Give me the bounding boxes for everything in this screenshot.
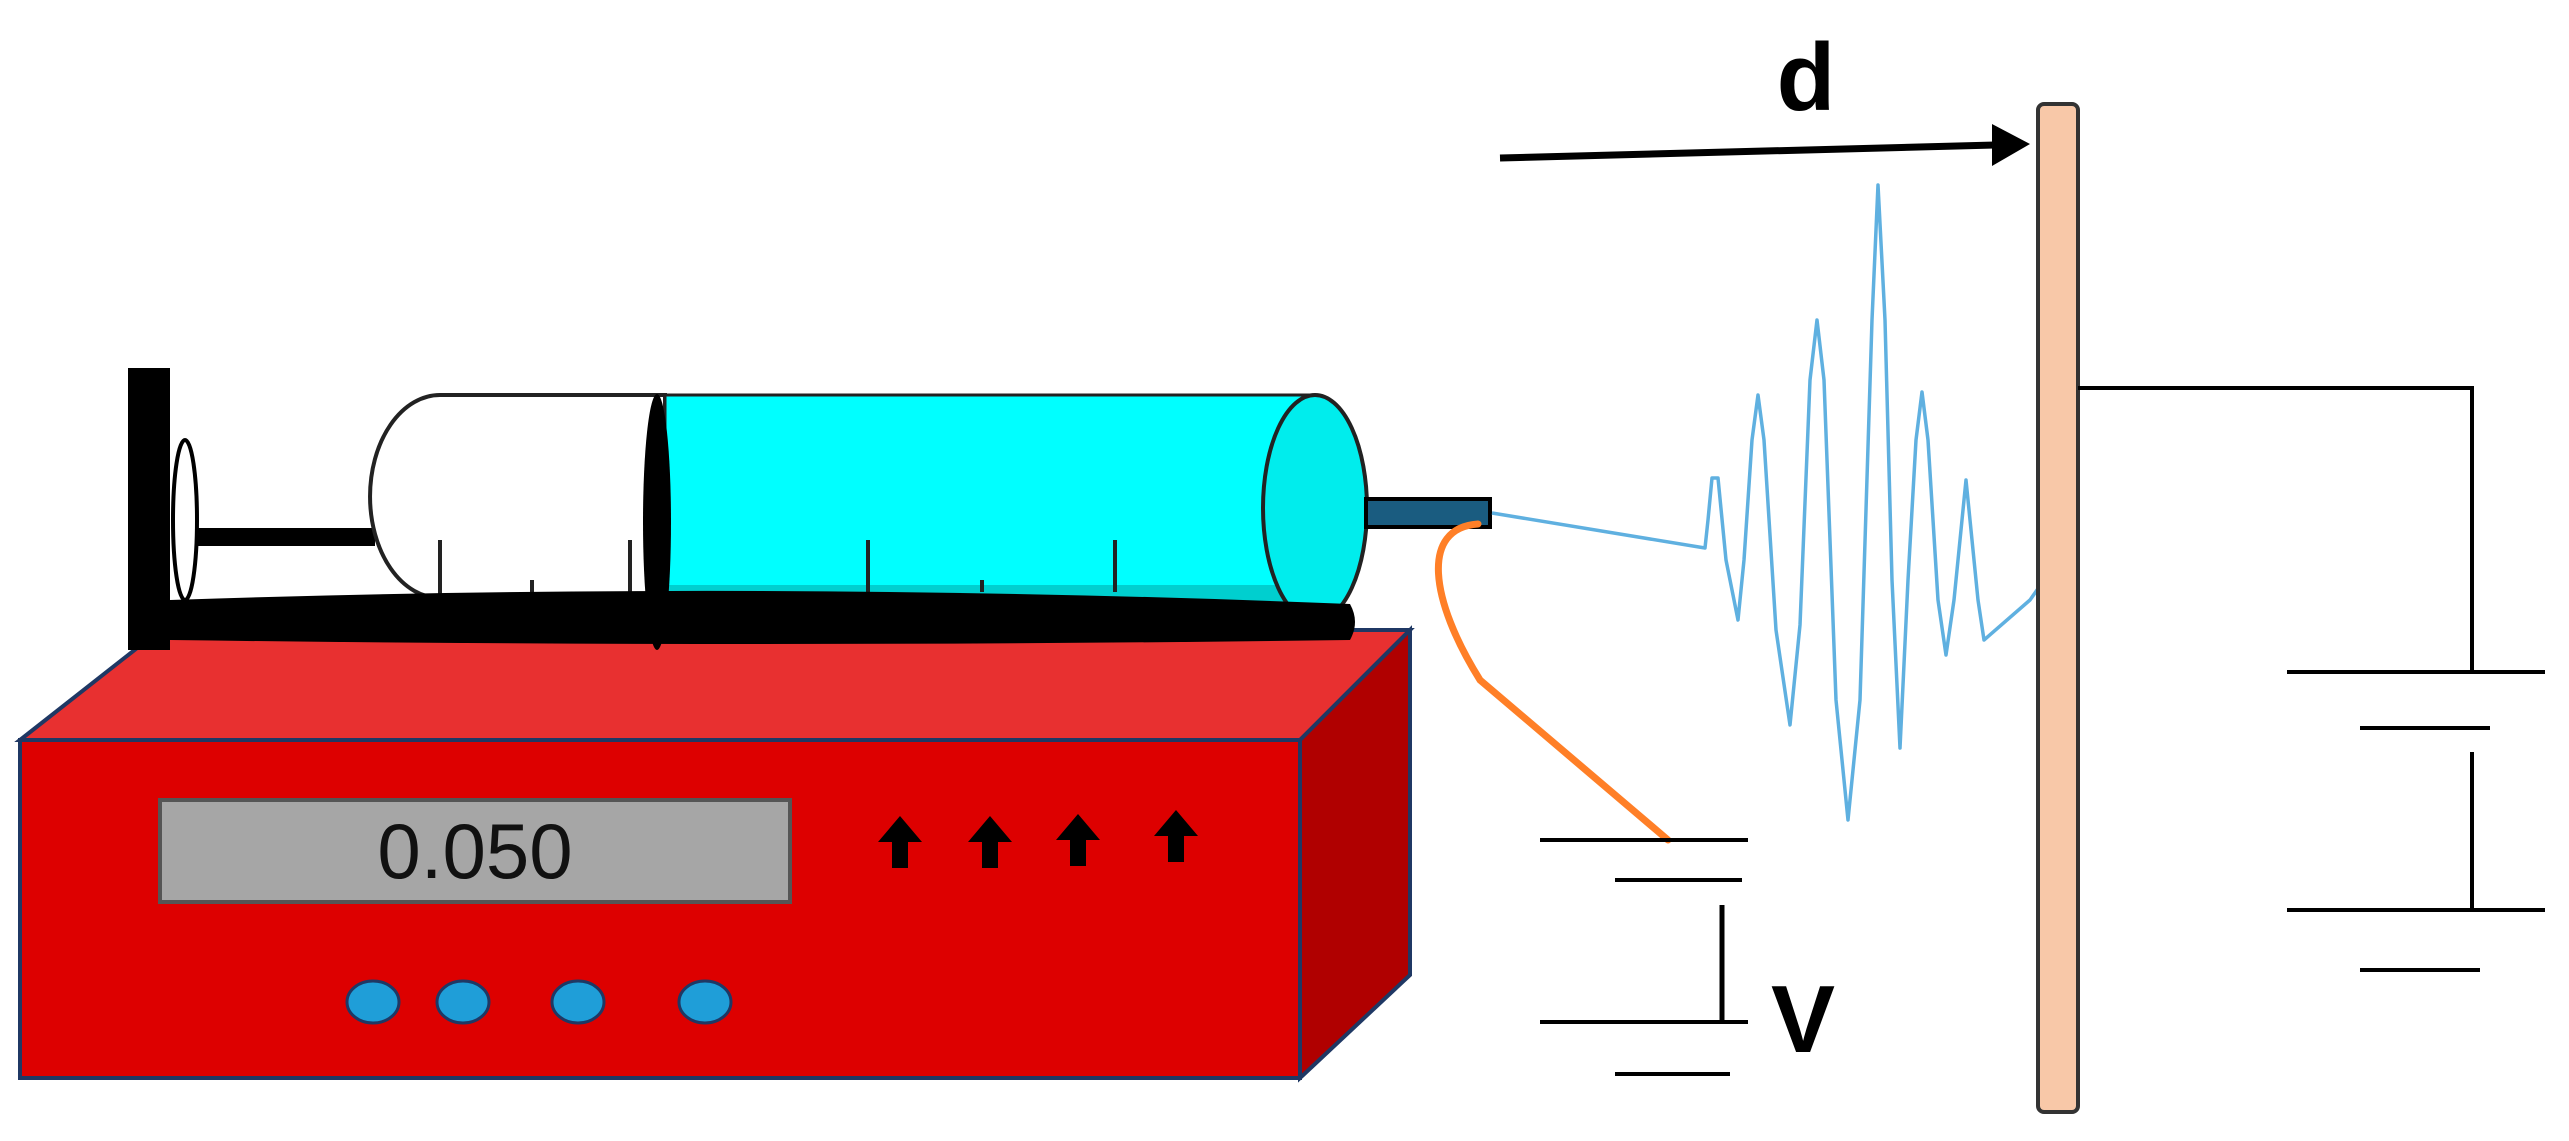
pump-display bbox=[158, 798, 792, 904]
syringe bbox=[128, 368, 1492, 650]
polymer-solution bbox=[663, 393, 1317, 623]
syringe-pump: 0.050 bbox=[14, 625, 1415, 1083]
high-voltage-wire bbox=[1435, 520, 1672, 844]
distance-indicator: d bbox=[1499, 24, 2030, 166]
pump-button[interactable] bbox=[677, 979, 733, 1025]
collector-plate bbox=[2036, 102, 2080, 1114]
pump-end-block bbox=[128, 368, 170, 650]
pump-button[interactable] bbox=[345, 979, 401, 1025]
up-arrow-icon bbox=[878, 816, 922, 868]
pump-display-value: 0.050 bbox=[377, 807, 572, 895]
distance-label: d bbox=[1777, 24, 1836, 131]
syringe-barrel-end bbox=[1261, 393, 1369, 623]
pump-front-face bbox=[18, 738, 1302, 1080]
collector-ground-circuit bbox=[2078, 386, 2545, 972]
pump-arrows bbox=[878, 810, 1198, 868]
pump-buttons bbox=[345, 979, 733, 1025]
up-arrow-icon bbox=[968, 816, 1012, 868]
polymer-jet bbox=[1491, 183, 2067, 822]
up-arrow-icon bbox=[1056, 814, 1100, 866]
plunger-cap bbox=[171, 438, 199, 602]
pump-button[interactable] bbox=[550, 979, 606, 1025]
distance-arrow-shaft bbox=[1499, 141, 1996, 162]
pump-top-face bbox=[14, 628, 1415, 742]
syringe-holder-bar bbox=[165, 590, 1355, 644]
syringe-barrel-empty bbox=[368, 393, 667, 600]
voltage-source bbox=[1540, 838, 1748, 1076]
plunger-rod bbox=[175, 528, 375, 546]
voltage-label: V bbox=[1771, 966, 1835, 1073]
plunger-stopper bbox=[643, 394, 671, 650]
up-arrow-icon bbox=[1154, 810, 1198, 862]
distance-arrow-icon bbox=[1992, 124, 2030, 166]
pump-button[interactable] bbox=[435, 979, 491, 1025]
